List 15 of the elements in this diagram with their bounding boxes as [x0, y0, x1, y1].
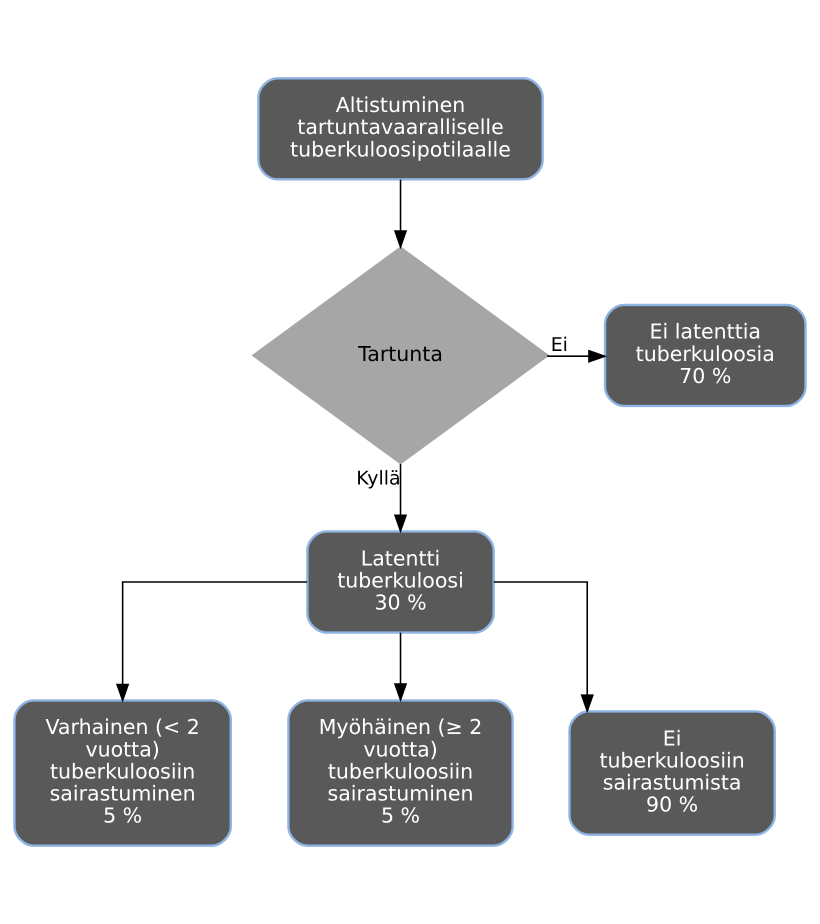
arrow — [547, 350, 608, 363]
arrow — [394, 464, 408, 534]
edge-label: Ei — [550, 334, 568, 356]
edge-label: Kyllä — [356, 467, 401, 490]
node-box: Latentti tuberkuloosi 30 % — [306, 530, 495, 634]
node-box: Ei latenttia tuberkuloosia 70 % — [604, 304, 807, 408]
node-box: Altistuminen tartuntavaaralliselle tuberkuloosipotilaalle — [257, 77, 544, 181]
node-box: Varhainen (< 2 vuotta) tuberkuloosiin sairastuminen 5 % — [13, 699, 232, 847]
node-diamond: Tartunta — [252, 246, 550, 465]
node-box: Ei tuberkuloosiin sairastumista 90 % — [568, 710, 776, 836]
arrow — [494, 581, 594, 714]
node-box: Myöhäinen (≥ 2 vuotta) tuberkuloosiin sairastuminen 5 % — [287, 699, 514, 847]
arrow — [116, 581, 308, 703]
arrow — [394, 632, 408, 702]
arrow — [394, 180, 408, 250]
